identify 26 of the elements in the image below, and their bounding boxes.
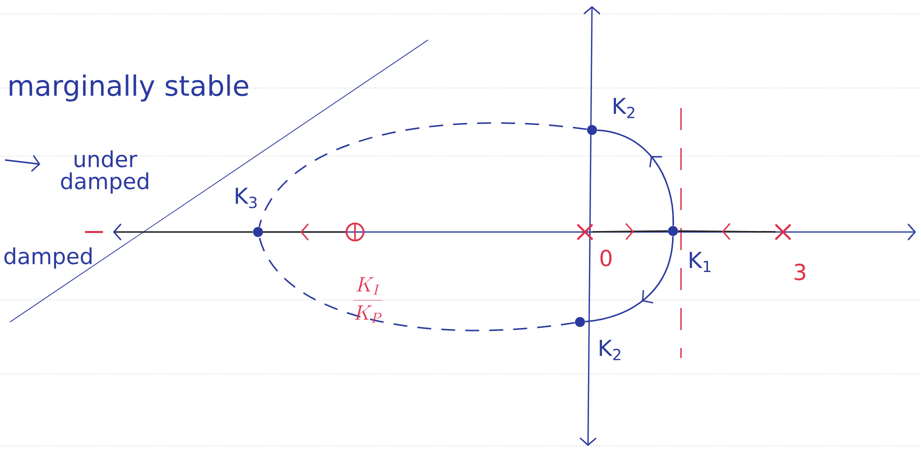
region-label: marginally stable [10, 74, 248, 102]
point-label: 3 [794, 264, 806, 280]
point-label: K$_{1}$ [690, 252, 710, 272]
arrow [113, 224, 253, 240]
locus-branch [592, 223, 668, 240]
pole-cross [774, 224, 792, 240]
region-label: damped [4, 247, 92, 269]
locus-point [253, 227, 263, 237]
locus-branch [678, 223, 776, 240]
locus-branch [258, 236, 575, 332]
point-label: 0 [600, 250, 612, 266]
arrow [4, 154, 40, 172]
locus-branch [597, 129, 674, 226]
fraction-label: $\frac{K_I}{K_P}$ [354, 277, 382, 323]
locus-branch [585, 236, 674, 322]
locus-branch [258, 122, 587, 228]
locus-point [668, 226, 678, 236]
point-label: K$_{2}$ [600, 340, 620, 360]
pole-cross [576, 224, 594, 240]
locus-point [575, 317, 585, 327]
annotation-text: under damped [61, 150, 148, 194]
zero-circle [346, 222, 364, 242]
locus-branch [263, 224, 346, 240]
point-label: K$_{3}$ [236, 188, 257, 208]
point-label: K$_{2}$ [614, 98, 634, 118]
locus-point [587, 125, 597, 135]
